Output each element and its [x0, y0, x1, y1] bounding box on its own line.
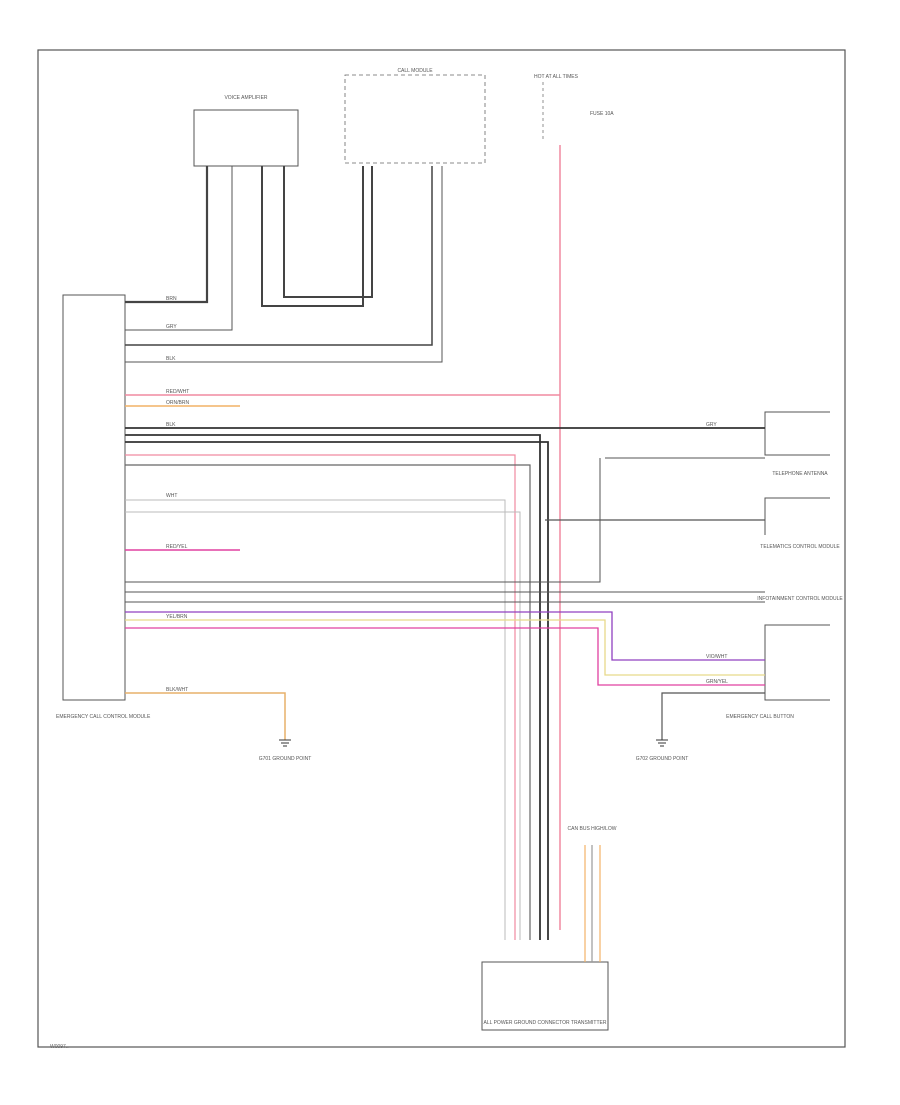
ground-right-label: G702 GROUND POINT — [636, 756, 689, 762]
wire-label-11: GRY — [706, 422, 717, 428]
right-mid2-label: INFOTAINMENT CONTROL MODULE — [757, 596, 843, 602]
wire-label-1: BRN — [166, 296, 177, 302]
call-module-label: CALL MODULE — [397, 68, 433, 74]
wire-label-10: BLK/WHT — [166, 687, 188, 693]
telephone-antenna-box: TELEPHONE ANTENNA — [764, 411, 830, 477]
branch-label: CAN BUS HIGH/LOW — [568, 826, 617, 832]
right-mid-label: TELEMATICS CONTROL MODULE — [760, 544, 840, 550]
emergency-call-module-box: EMERGENCY CALL CONTROL MODULE — [56, 294, 151, 720]
wire-label-3: BLK — [166, 356, 176, 362]
hot-at-all-times-label: HOT AT ALL TIMES — [534, 74, 579, 80]
transmitter-label: ALL POWER GROUND CONNECTOR TRANSMITTER — [484, 1020, 607, 1026]
power-source: HOT AT ALL TIMES FUSE 10A — [534, 74, 614, 142]
wire-label-8: RED/YEL — [166, 544, 188, 550]
footer-code: W0097.. — [50, 1044, 69, 1050]
wire-label-13: GRN/YEL — [706, 679, 728, 685]
wire-label-5: ORN/BRN — [166, 400, 189, 406]
diagram-border — [37, 49, 846, 1048]
antenna-wires: CAN BUS HIGH/LOW — [568, 826, 617, 962]
button-label: EMERGENCY CALL BUTTON — [726, 714, 794, 720]
mid-wires — [125, 458, 765, 940]
right-top-label: TELEPHONE ANTENNA — [772, 471, 828, 477]
call-module-box: CALL MODULE — [344, 68, 486, 164]
fuse-label: FUSE 10A — [590, 111, 614, 117]
can-bus-wires — [125, 427, 765, 940]
ground-right: G702 GROUND POINT — [636, 739, 689, 762]
wire-label-7: WHT — [166, 493, 177, 499]
emergency-call-button-box: EMERGENCY CALL BUTTON — [726, 624, 830, 720]
wire-label-9: YEL/BRN — [166, 614, 188, 620]
ecm-label: EMERGENCY CALL CONTROL MODULE — [56, 714, 151, 720]
wire-label-4: RED/WHT — [166, 389, 189, 395]
wire-label-12: VIO/WHT — [706, 654, 727, 660]
ground-left-label: G701 GROUND POINT — [259, 756, 312, 762]
ground-left: G701 GROUND POINT — [259, 739, 312, 762]
telematics-box: TELEMATICS CONTROL MODULE — [760, 497, 840, 550]
wire-labels: BRN GRY BLK RED/WHT ORN/BRN BLK WHT RED/… — [166, 296, 728, 693]
voice-amp-wires — [125, 166, 443, 363]
wire-label-2: GRY — [166, 324, 177, 330]
transmitter-box: ALL POWER GROUND CONNECTOR TRANSMITTER — [481, 961, 609, 1031]
wire-label-6: BLK — [166, 422, 176, 428]
infotainment-box: INFOTAINMENT CONTROL MODULE — [757, 596, 843, 602]
voice-amplifier-label: VOICE AMPLIFIER — [224, 95, 267, 101]
voice-amplifier-box: VOICE AMPLIFIER — [193, 95, 299, 167]
